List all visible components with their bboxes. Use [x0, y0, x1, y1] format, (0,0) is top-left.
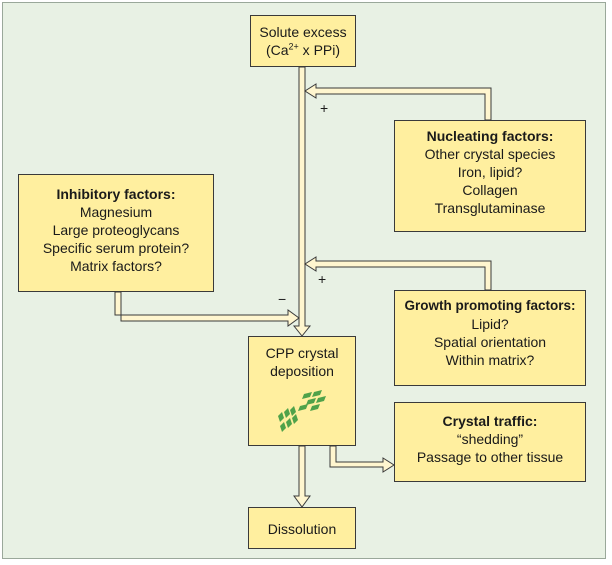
- traffic-title: Crystal traffic:: [442, 413, 538, 429]
- crystal-cluster-icon: [278, 390, 326, 432]
- growth-factors-box: Growth promoting factors: Lipid? Spatial…: [394, 290, 586, 386]
- growth-plus-sign: +: [318, 271, 327, 287]
- cpp-deposition-box: CPP crystal deposition: [248, 336, 356, 446]
- solute-line2: (Ca2+ x PPi): [265, 41, 341, 58]
- inhibitory-title: Inhibitory factors:: [56, 186, 176, 202]
- arrow-cpp-to-traffic: [329, 445, 395, 473]
- dissolution-label: Dissolution: [267, 521, 337, 537]
- dissolution-box: Dissolution: [248, 507, 356, 549]
- inhibitory-item: Large proteoglycans: [52, 222, 180, 238]
- nucleating-item: Transglutaminase: [434, 200, 546, 216]
- traffic-item: “shedding”: [456, 431, 524, 447]
- inhibitory-item: Matrix factors?: [70, 258, 162, 274]
- traffic-item: Passage to other tissue: [416, 449, 564, 465]
- nucleating-item: Collagen: [462, 182, 518, 198]
- nucleating-item: Iron, lipid?: [457, 164, 523, 180]
- inhibitory-item: Specific serum protein?: [42, 240, 190, 256]
- solute-line1: Solute excess: [259, 24, 347, 40]
- growth-item: Spatial orientation: [433, 334, 547, 350]
- arrow-nucleating: [304, 83, 492, 121]
- growth-item: Within matrix?: [445, 352, 535, 368]
- solute-excess-box: Solute excess (Ca2+ x PPi): [250, 15, 356, 67]
- growth-title: Growth promoting factors:: [404, 298, 576, 313]
- arrow-growth: [304, 256, 492, 291]
- nucleating-plus-sign: +: [320, 100, 329, 116]
- arrow-inhibitory: [114, 291, 300, 327]
- nucleating-item: Other crystal species: [424, 146, 556, 162]
- cpp-line2: deposition: [270, 363, 334, 379]
- crystal-traffic-box: Crystal traffic: “shedding” Passage to o…: [394, 402, 586, 482]
- inhibitory-item: Magnesium: [79, 204, 153, 220]
- inhibitory-factors-box: Inhibitory factors: Magnesium Large prot…: [18, 174, 214, 292]
- growth-item: Lipid?: [471, 316, 509, 332]
- cpp-line1: CPP crystal: [265, 345, 339, 361]
- nucleating-factors-box: Nucleating factors: Other crystal specie…: [394, 120, 586, 232]
- arrow-solute-to-cpp: [292, 66, 312, 337]
- nucleating-title: Nucleating factors:: [426, 128, 554, 144]
- arrow-cpp-to-dissolution: [293, 445, 311, 508]
- inhibitory-minus-sign: −: [278, 291, 287, 307]
